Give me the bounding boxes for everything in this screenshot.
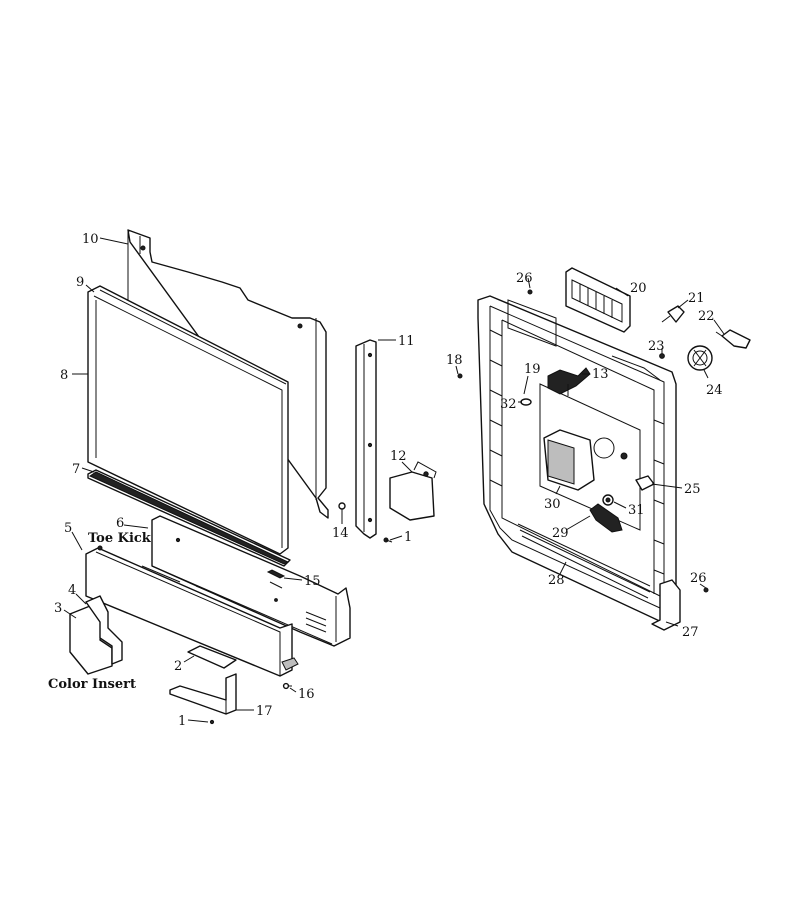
part-26-screw-upper — [527, 289, 533, 295]
part-31-knob — [602, 494, 614, 506]
part-32-clip — [520, 398, 532, 406]
callout-26-lower: 26 — [690, 571, 707, 586]
callout-9: 9 — [76, 275, 84, 290]
part-29-lever — [589, 503, 623, 533]
part-30-dispenser — [543, 429, 628, 491]
part-12-bracket — [389, 461, 437, 521]
part-23-screw — [659, 353, 665, 359]
callout-1-upper: 1 — [404, 530, 412, 545]
leader-lines — [63, 237, 725, 723]
callout-24: 24 — [706, 383, 723, 398]
callout-23: 23 — [648, 339, 665, 354]
callout-19: 19 — [524, 362, 541, 377]
callout-27: 27 — [682, 625, 699, 640]
callout-31: 31 — [628, 503, 645, 518]
callout-4: 4 — [68, 583, 76, 598]
callout-6: 6 — [116, 516, 124, 531]
part-11-side-trim — [355, 339, 377, 539]
part-1-screw-upper — [383, 537, 393, 543]
callout-17: 17 — [256, 704, 273, 719]
callout-5: 5 — [64, 521, 72, 536]
part-8-door-panel — [87, 285, 289, 555]
part-22-handle — [715, 329, 751, 349]
part-2-plate — [187, 645, 237, 669]
callout-26-upper: 26 — [516, 271, 533, 286]
callout-21: 21 — [688, 291, 705, 306]
callout-14: 14 — [332, 526, 349, 541]
callout-1-lower: 1 — [178, 714, 186, 729]
callout-2: 2 — [174, 659, 182, 674]
callout-25: 25 — [684, 482, 701, 497]
callout-30: 30 — [544, 497, 561, 512]
callout-20: 20 — [630, 281, 647, 296]
callout-11: 11 — [398, 334, 415, 349]
callout-16: 16 — [298, 687, 315, 702]
part-1-screw-lower — [209, 719, 215, 725]
callout-numbers: 10 9 8 7 6 5 4 3 2 17 1 16 15 14 1 11 12… — [54, 232, 723, 729]
callout-13: 13 — [592, 367, 609, 382]
callout-10: 10 — [82, 232, 99, 247]
callout-29: 29 — [552, 526, 569, 541]
part-20-vent — [565, 267, 631, 333]
part-4-color-insert-back — [85, 595, 123, 665]
part-7-bottom-trim — [87, 469, 291, 567]
part-17-bracket — [169, 673, 237, 715]
label-toe-kick: Toe Kick — [88, 531, 152, 546]
callout-8: 8 — [60, 368, 68, 383]
part-15-strip — [266, 569, 286, 579]
part-21-spring — [661, 305, 685, 323]
label-color-insert: Color Insert — [48, 677, 136, 692]
callout-32: 32 — [500, 397, 517, 412]
part-26-screw-lower — [703, 587, 709, 593]
callout-12: 12 — [390, 449, 407, 464]
part-5-toe-kick-cover — [85, 545, 299, 677]
part-18-screw — [457, 373, 463, 379]
part-24-dial — [687, 345, 713, 371]
part-27-hinge — [651, 579, 681, 631]
callout-7: 7 — [72, 462, 80, 477]
callout-15: 15 — [304, 574, 321, 589]
callout-18: 18 — [446, 353, 463, 368]
part-16-screw — [282, 682, 292, 690]
callout-3: 3 — [54, 601, 62, 616]
callout-22: 22 — [698, 309, 715, 324]
part-6-toe-kick-panel — [151, 515, 351, 647]
callout-28: 28 — [548, 573, 565, 588]
part-14-screw — [338, 502, 346, 516]
